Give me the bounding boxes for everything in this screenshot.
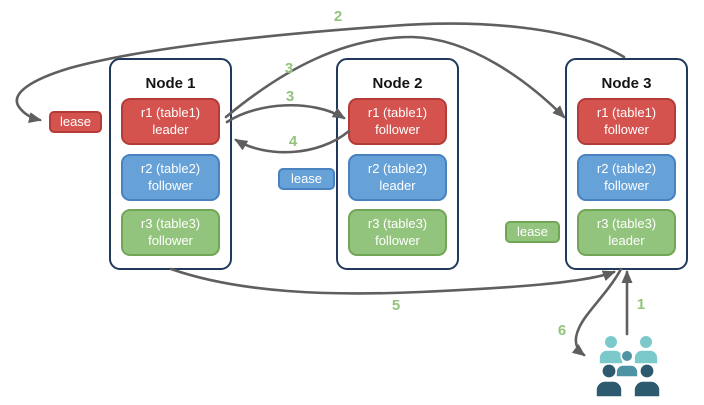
step-label-3b: 3: [285, 88, 295, 105]
users-group-icon: [595, 334, 661, 398]
replica-role: leader: [608, 232, 645, 248]
lease-tag-table1: lease: [49, 111, 102, 133]
step-label-1: 1: [636, 296, 646, 313]
arrow-step3-leader-to-node2: [225, 104, 346, 124]
step-label-3a: 3: [284, 60, 294, 77]
replica-name: r3 (table3): [367, 215, 428, 231]
arrow-step5-node1-to-node3: [169, 267, 616, 295]
replica-role: leader: [379, 177, 416, 193]
node-3-title: Node 3: [601, 75, 652, 92]
user-front-right-body: [633, 380, 661, 398]
replica-role: follower: [375, 232, 420, 248]
user-back-left-head: [603, 334, 619, 350]
replica-name: r2 (table2): [367, 160, 428, 176]
replica-name: r2 (table2): [596, 160, 657, 176]
user-middle-body: [615, 364, 639, 378]
node-3-replica-r3: r3 (table3) leader: [577, 209, 676, 256]
replica-role: follower: [604, 177, 649, 193]
step-label-4: 4: [288, 133, 298, 150]
user-back-right-body: [633, 349, 659, 365]
replica-name: r3 (table3): [140, 215, 201, 231]
node-3-replica-r2: r2 (table2) follower: [577, 154, 676, 201]
node-2-replica-r1: r1 (table1) follower: [348, 98, 447, 145]
replica-role: follower: [148, 177, 193, 193]
node-3-replica-r1: r1 (table1) follower: [577, 98, 676, 145]
lease-tag-table3: lease: [505, 221, 560, 243]
user-front-right-head: [638, 362, 655, 379]
node-3-box: Node 3 r1 (table1) follower r2 (table2) …: [565, 58, 688, 270]
node-2-replica-r2: r2 (table2) leader: [348, 154, 447, 201]
replica-role: follower: [375, 121, 420, 137]
node-1-title: Node 1: [145, 75, 196, 92]
arrow-step2-node3-to-lease: [15, 22, 626, 123]
user-front-left-body: [595, 380, 623, 398]
node-2-title: Node 2: [372, 75, 423, 92]
lease-tag-table2: lease: [278, 168, 335, 190]
user-middle-head: [620, 349, 634, 363]
arrow-step6-node3-to-users: [571, 267, 623, 357]
replica-name: r1 (table1): [596, 104, 657, 120]
replica-name: r1 (table1): [140, 104, 201, 120]
node-1-replica-r2: r2 (table2) follower: [121, 154, 220, 201]
step-label-2: 2: [333, 8, 343, 25]
step-label-5: 5: [391, 297, 401, 314]
replica-name: r2 (table2): [140, 160, 201, 176]
node-1-box: Node 1 r1 (table1) leader r2 (table2) fo…: [109, 58, 232, 270]
replica-name: r1 (table1): [367, 104, 428, 120]
replica-role: follower: [148, 232, 193, 248]
replica-role: follower: [604, 121, 649, 137]
node-1-replica-r3: r3 (table3) follower: [121, 209, 220, 256]
node-2-replica-r3: r3 (table3) follower: [348, 209, 447, 256]
replica-name: r3 (table3): [596, 215, 657, 231]
step-label-6: 6: [557, 322, 567, 339]
user-back-left-body: [598, 349, 624, 365]
replica-role: leader: [152, 121, 189, 137]
node-1-replica-r1: r1 (table1) leader: [121, 98, 220, 145]
user-back-right-head: [638, 334, 654, 350]
user-front-left-head: [600, 362, 617, 379]
node-2-box: Node 2 r1 (table1) follower r2 (table2) …: [336, 58, 459, 270]
